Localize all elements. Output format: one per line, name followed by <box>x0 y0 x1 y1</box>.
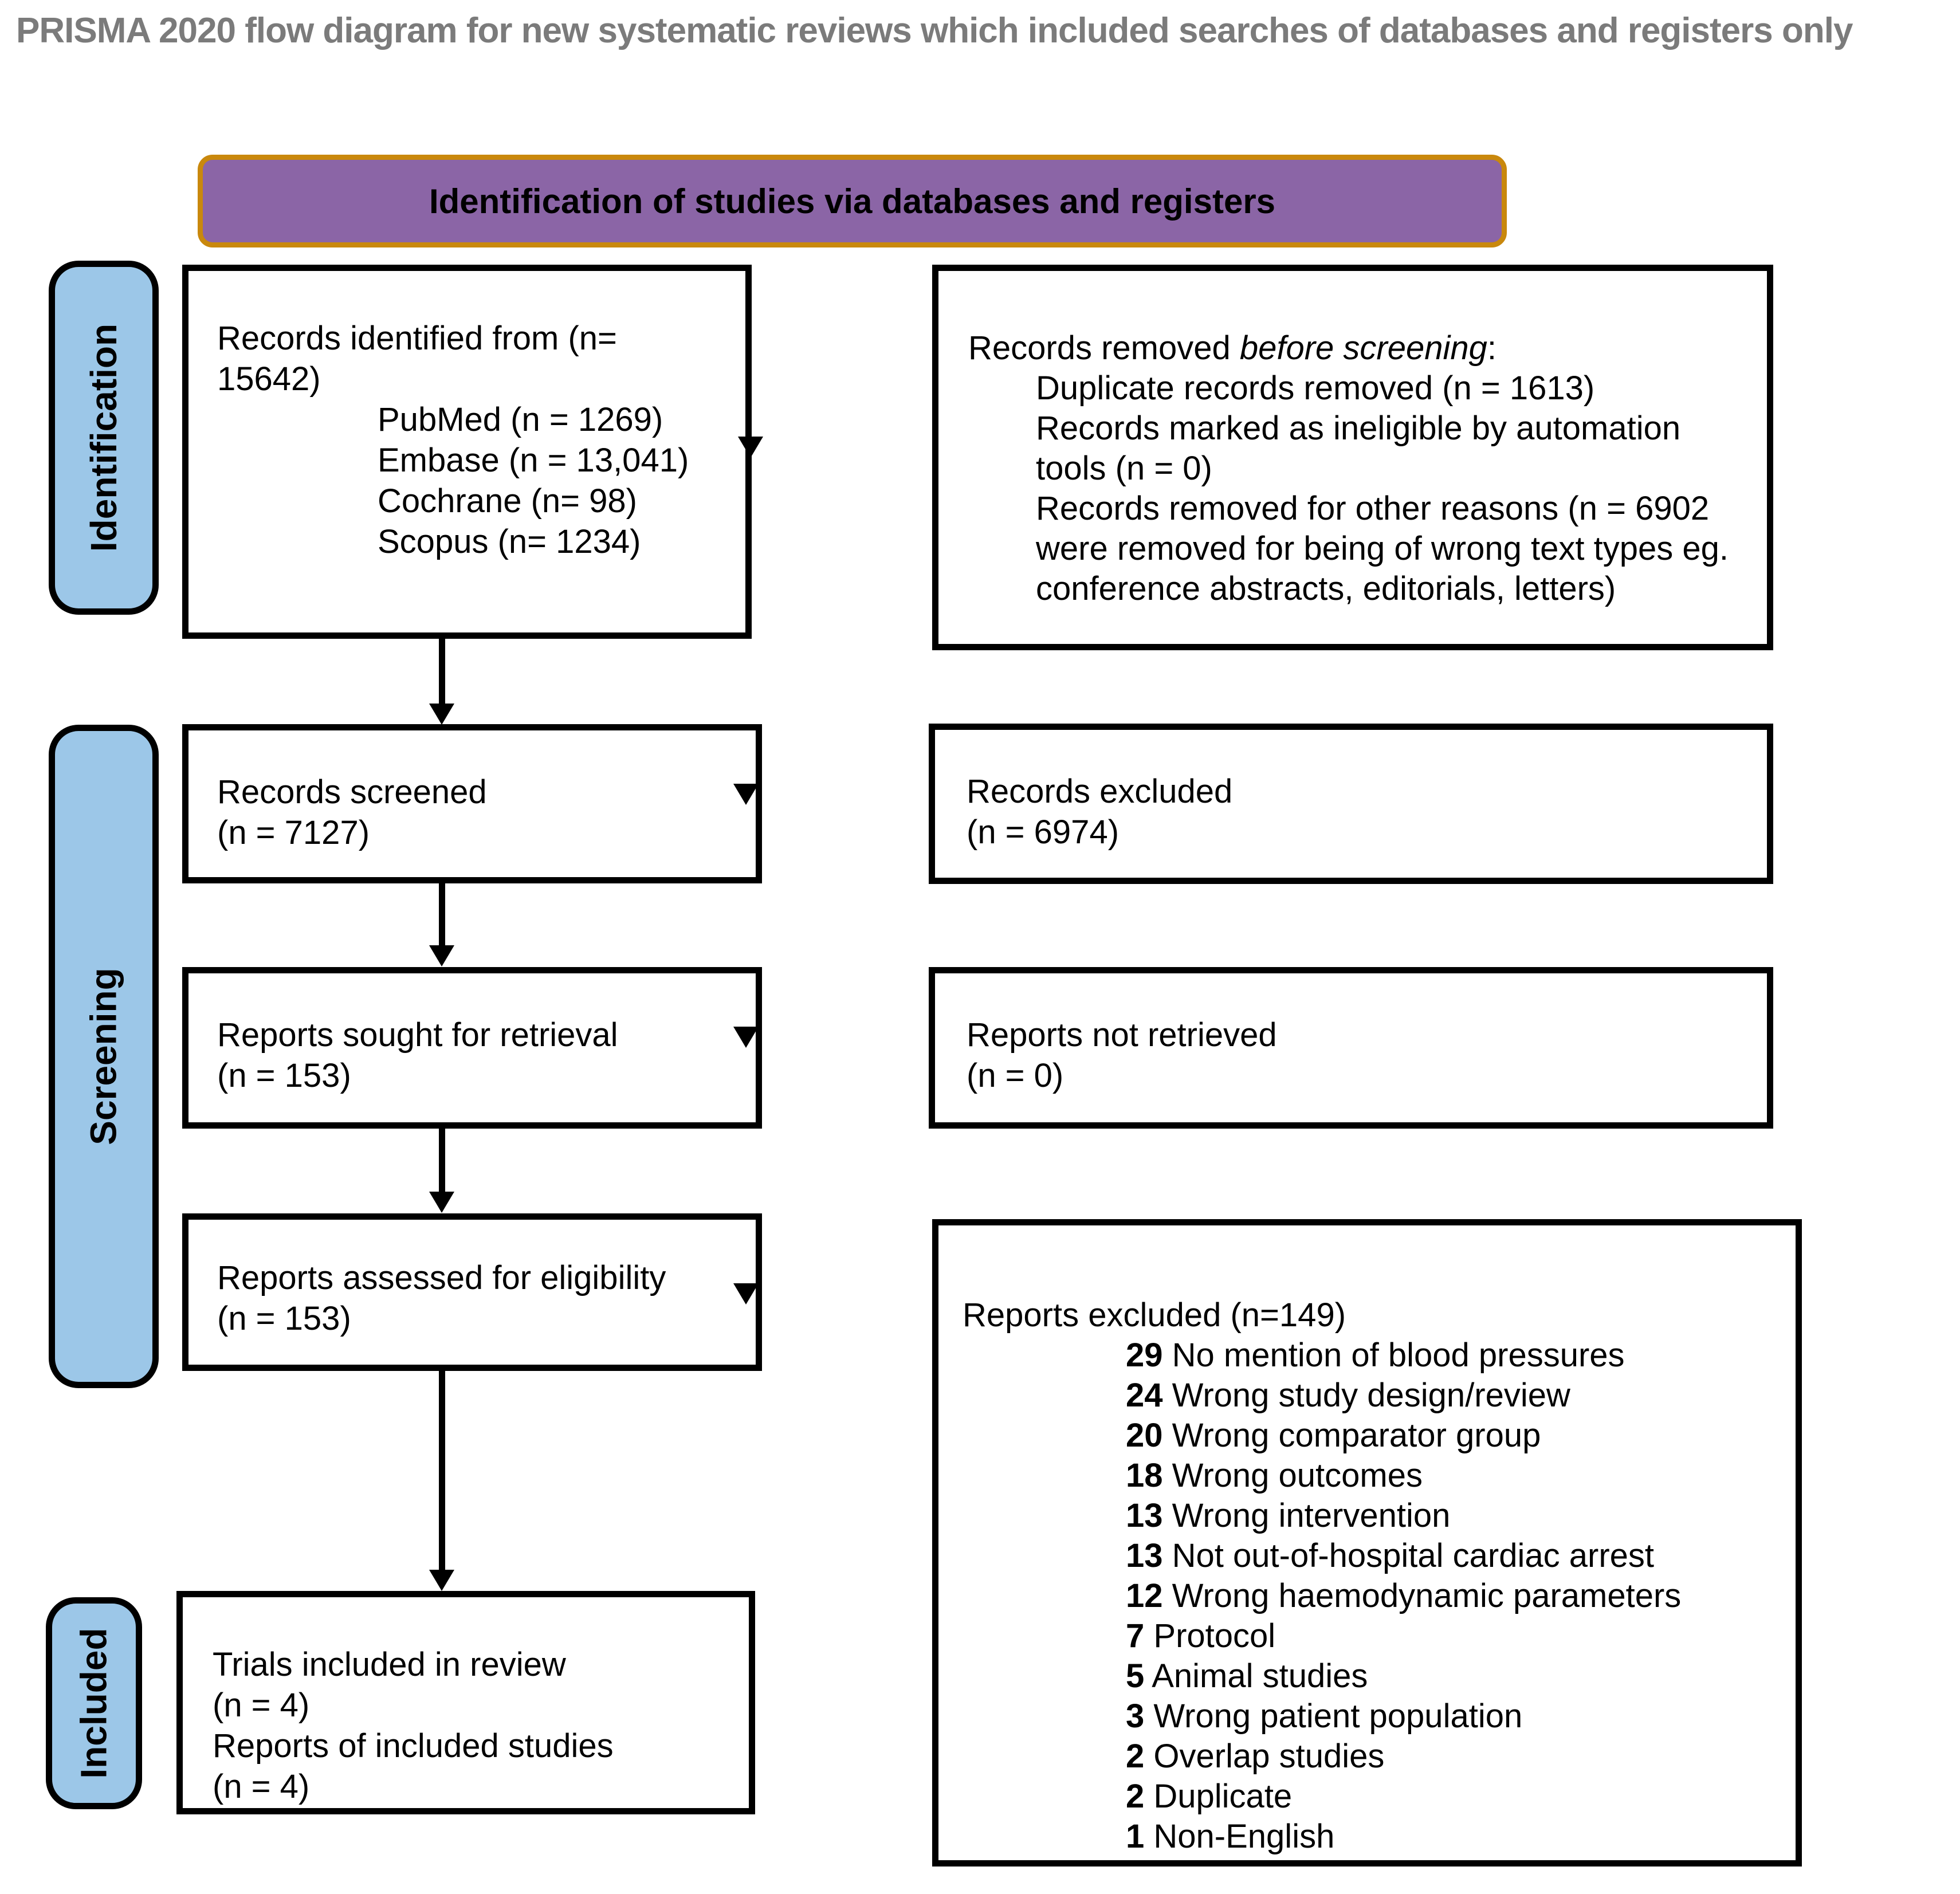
down-arrow-icon <box>429 1570 454 1591</box>
records-excluded-line1: Records excluded <box>967 773 1233 810</box>
included-line3: Reports of included studies <box>213 1727 614 1765</box>
down-arrow-icon <box>429 704 454 725</box>
down-arrow-icon <box>429 1192 454 1213</box>
arrow-assessed-to-reports-excluded-icon <box>733 1283 759 1304</box>
arrow-assessed-to-included <box>439 1369 445 1571</box>
banner-identification-of-studies: Identification of studies via databases … <box>198 155 1507 247</box>
arrow-identified-to-removed-icon <box>738 437 763 458</box>
stage-included-label: Included <box>73 1628 115 1779</box>
reports-excluded-reason-list: 29 No mention of blood pressures 24 Wron… <box>1126 1335 1778 1857</box>
included-line1: Trials included in review <box>213 1646 566 1683</box>
reason-item: 20 Wrong comparator group <box>1126 1417 1541 1454</box>
box-included-trials: Trials included in review (n = 4) Report… <box>176 1591 755 1814</box>
reports-excluded-heading: Reports excluded (n=149) <box>963 1296 1346 1334</box>
arrow-sought-to-assessed <box>439 1126 445 1194</box>
reports-not-retrieved-line1: Reports not retrieved <box>967 1016 1277 1054</box>
reports-sought-line2: (n = 153) <box>217 1057 351 1094</box>
source-scopus: Scopus (n= 1234) <box>378 523 641 560</box>
box-records-screened: Records screened (n = 7127) <box>182 724 762 883</box>
reason-item: 13 Not out-of-hospital cardiac arrest <box>1126 1537 1655 1574</box>
arrow-screened-to-excluded-icon <box>733 784 759 805</box>
reason-item: 2 Duplicate <box>1126 1778 1293 1815</box>
source-embase: Embase (n = 13,041) <box>378 442 689 479</box>
box-records-removed-before-screening: Records removed before screening: Duplic… <box>932 265 1773 650</box>
arrow-screened-to-sought <box>439 881 445 948</box>
reports-assessed-line1: Reports assessed for eligibility <box>217 1259 666 1296</box>
removed-item-automation: Records marked as ineligible by automati… <box>1036 410 1681 487</box>
reports-assessed-line2: (n = 153) <box>217 1300 351 1337</box>
stage-included: Included <box>46 1597 142 1809</box>
box-reports-assessed: Reports assessed for eligibility (n = 15… <box>182 1213 762 1371</box>
removed-item-other-reasons: Records removed for other reasons (n = 6… <box>1036 490 1729 607</box>
stage-identification-label: Identification <box>83 323 124 552</box>
reason-item: 7 Protocol <box>1126 1617 1276 1655</box>
records-screened-line1: Records screened <box>217 773 487 811</box>
box-records-excluded: Records excluded (n = 6974) <box>929 724 1773 884</box>
page-title: PRISMA 2020 flow diagram for new systema… <box>16 11 1853 50</box>
reason-item: 1 Non-English <box>1126 1818 1335 1855</box>
source-cochrane: Cochrane (n= 98) <box>378 482 637 520</box>
reason-item: 18 Wrong outcomes <box>1126 1457 1423 1494</box>
reason-item: 29 No mention of blood pressures <box>1126 1337 1625 1374</box>
box-reports-not-retrieved: Reports not retrieved (n = 0) <box>929 967 1773 1129</box>
records-screened-line2: (n = 7127) <box>217 814 370 851</box>
removed-item-duplicates: Duplicate records removed (n = 1613) <box>1036 370 1595 407</box>
box-reports-excluded: Reports excluded (n=149) 29 No mention o… <box>932 1219 1802 1867</box>
reason-item: 5 Animal studies <box>1126 1657 1368 1695</box>
reason-item: 2 Overlap studies <box>1126 1738 1385 1775</box>
down-arrow-icon <box>429 945 454 966</box>
records-identified-line2: 15642) <box>217 360 321 398</box>
reason-item: 13 Wrong intervention <box>1126 1497 1451 1534</box>
records-removed-lead-italic: before screening <box>1239 329 1487 367</box>
box-records-identified: Records identified from (n= 15642) PubMe… <box>182 265 752 639</box>
stage-identification: Identification <box>49 261 159 615</box>
arrow-identified-to-screened <box>439 636 445 706</box>
banner-label: Identification of studies via databases … <box>429 182 1276 221</box>
stage-screening: Screening <box>49 725 159 1388</box>
included-line4: (n = 4) <box>213 1768 310 1805</box>
reports-not-retrieved-line2: (n = 0) <box>967 1057 1064 1094</box>
reports-sought-line1: Reports sought for retrieval <box>217 1016 618 1054</box>
reason-item: 3 Wrong patient population <box>1126 1697 1523 1735</box>
records-removed-lead: Records removed before screening: <box>968 329 1497 367</box>
reason-item: 24 Wrong study design/review <box>1126 1377 1570 1414</box>
arrow-sought-to-not-retrieved-icon <box>733 1027 759 1048</box>
stage-screening-label: Screening <box>83 968 124 1145</box>
included-line2: (n = 4) <box>213 1687 310 1724</box>
records-identified-line1: Records identified from (n= <box>217 320 617 357</box>
source-pubmed: PubMed (n = 1269) <box>378 401 663 438</box>
reason-item: 12 Wrong haemodynamic parameters <box>1126 1577 1682 1614</box>
box-reports-sought: Reports sought for retrieval (n = 153) <box>182 967 762 1129</box>
records-excluded-line2: (n = 6974) <box>967 814 1120 851</box>
